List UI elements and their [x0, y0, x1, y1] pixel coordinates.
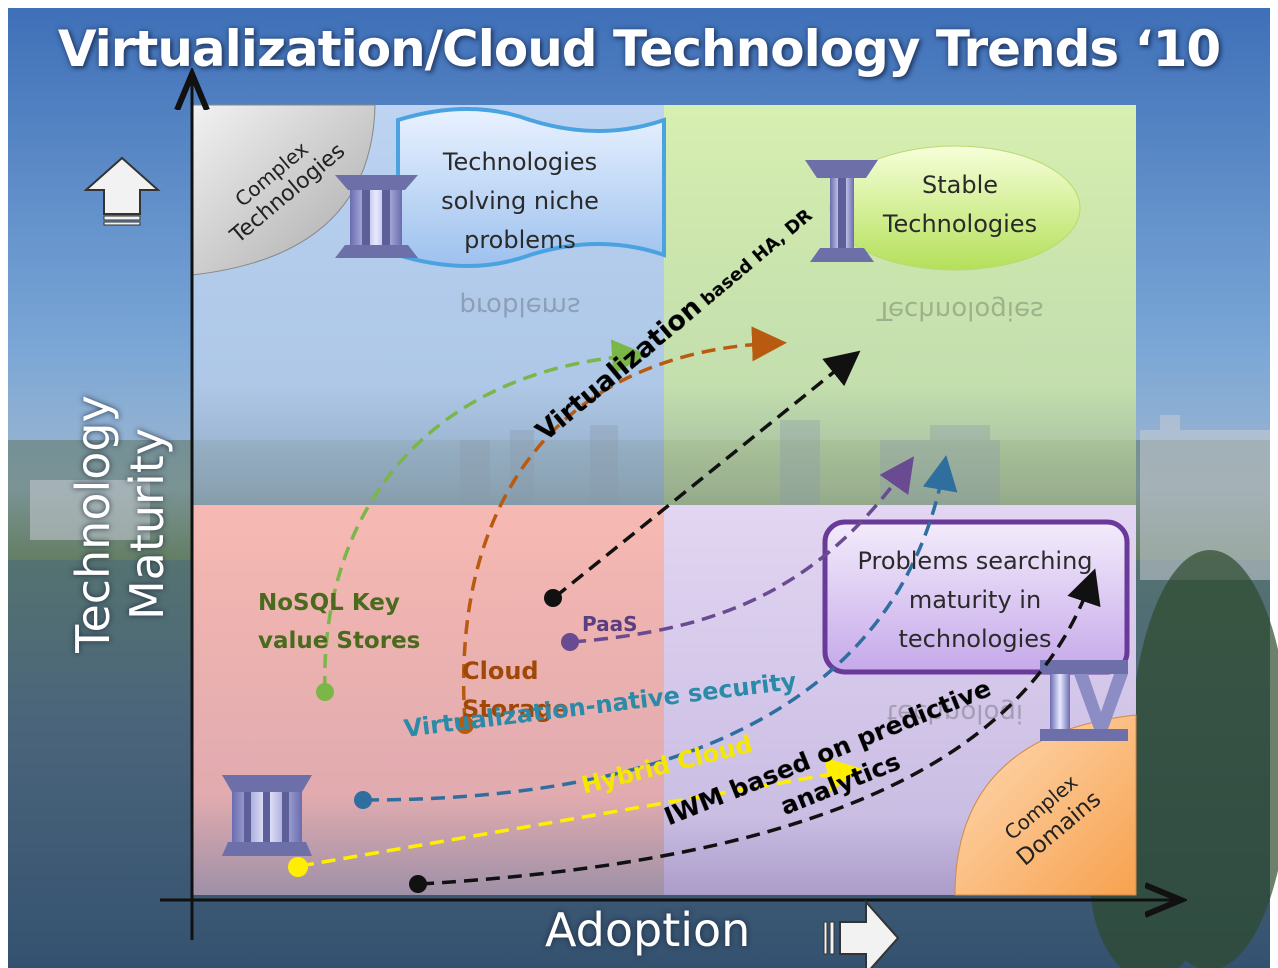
trend-iwm-dot — [409, 875, 427, 893]
trend-nosql-label: NoSQL Key value Stores — [258, 584, 420, 660]
quadrant-iv-line: technologies — [898, 625, 1052, 653]
numeral-ii-icon — [335, 175, 418, 258]
quadrant-iv-line: maturity in — [908, 586, 1042, 614]
trend-nosql-line — [323, 339, 647, 691]
trend-security-dot — [354, 791, 372, 809]
quadrant-i-label: Stable Technologies — [860, 166, 1060, 244]
quadrant-i-line: Technologies — [882, 210, 1038, 238]
numeral-iv-icon — [1040, 660, 1128, 741]
up-arrow-icon — [83, 156, 161, 226]
complex-technologies-corner — [191, 104, 376, 276]
right-arrow-icon — [823, 899, 900, 968]
trend-virtualization-line — [553, 350, 861, 599]
quadrant-ii-line: problems — [464, 226, 576, 254]
x-axis-label: Adoption — [545, 903, 751, 957]
trend-cloud-storage-line — [462, 326, 787, 723]
trend-paas-dot — [561, 633, 579, 651]
niche-label-box — [396, 107, 666, 268]
trend-iwm-line — [419, 568, 1101, 886]
trend-label-line: Storage — [462, 695, 569, 723]
quadrant-i-line: Stable — [921, 171, 999, 199]
reflection-q2: problems — [459, 291, 580, 321]
trend-security-line — [364, 455, 958, 802]
quadrant-iv-label: Problems searching maturity in technolog… — [835, 542, 1115, 659]
trend-cloud-storage-dot — [456, 716, 474, 734]
trend-cloud-storage-label: Cloud Storage — [462, 652, 569, 728]
numeral-iii-icon — [222, 775, 312, 856]
quadrant-ii-line: Technologies — [442, 148, 598, 176]
page-title: Virtualization/Cloud Technology Trends ‘… — [57, 20, 1221, 78]
trend-label-line: NoSQL Key — [258, 590, 400, 616]
trend-label-line: value Stores — [258, 628, 421, 654]
y-axis-label: Technology Maturity — [66, 395, 174, 653]
problems-label-box — [822, 519, 1130, 675]
city-skyline — [30, 415, 1270, 580]
trend-nosql-dot — [316, 683, 334, 701]
quadrant-ii-line: solving niche — [441, 187, 599, 215]
trend-hybrid-dot — [288, 857, 308, 877]
reflection-q4: technologi — [887, 698, 1023, 728]
quadrant-iv-line: Problems searching — [857, 547, 1093, 575]
trend-hybrid-line — [299, 757, 862, 868]
reflection-q1: Technologies — [875, 295, 1043, 325]
quadrant-ii-label: Technologies solving niche problems — [415, 143, 625, 260]
numeral-i-icon — [805, 160, 878, 262]
trend-virtualization-dot — [544, 589, 562, 607]
trend-paas-line — [571, 456, 915, 644]
trend-label-line: Cloud — [462, 657, 539, 685]
trend-paas-label: PaaS — [582, 612, 638, 636]
